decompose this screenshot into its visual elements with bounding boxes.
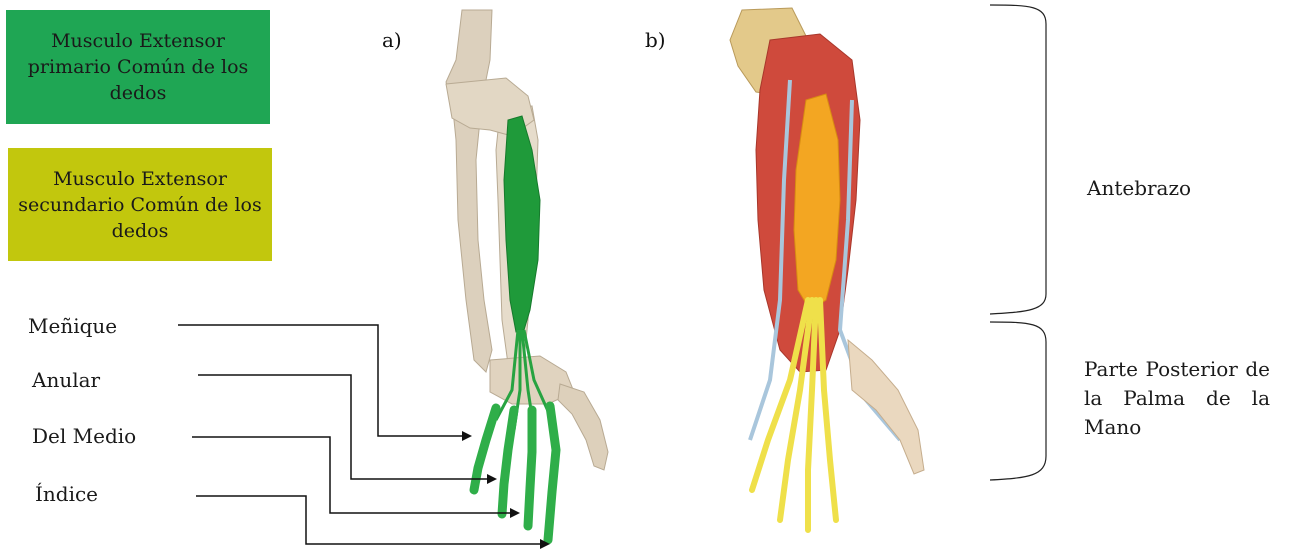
thumb-bone-a	[558, 384, 608, 470]
region-label-forearm: Antebrazo	[1087, 174, 1191, 203]
finger-label-anular: Anular	[32, 368, 100, 392]
brace-forearm	[990, 5, 1046, 314]
region-label-hand: Parte Posterior de la Palma de la Mano	[1084, 355, 1270, 442]
hand-bones-b	[848, 340, 924, 474]
braces	[990, 5, 1046, 480]
ulna-bone-a	[446, 10, 492, 372]
panel-label-a: a)	[382, 28, 402, 52]
leader-menique	[178, 325, 470, 436]
finger-bones-a	[474, 406, 556, 540]
finger-label-indice: Índice	[35, 482, 98, 506]
finger-label-menique: Meñique	[28, 314, 117, 338]
forearm-a-illustration	[446, 10, 608, 540]
leader-anular	[198, 375, 495, 479]
leader-medio	[192, 437, 518, 513]
leader-indice	[196, 496, 548, 544]
forearm-b-illustration	[730, 8, 924, 530]
brace-hand	[990, 322, 1046, 480]
finger-label-medio: Del Medio	[32, 424, 136, 448]
leader-lines	[178, 325, 548, 544]
panel-label-b: b)	[645, 28, 666, 52]
